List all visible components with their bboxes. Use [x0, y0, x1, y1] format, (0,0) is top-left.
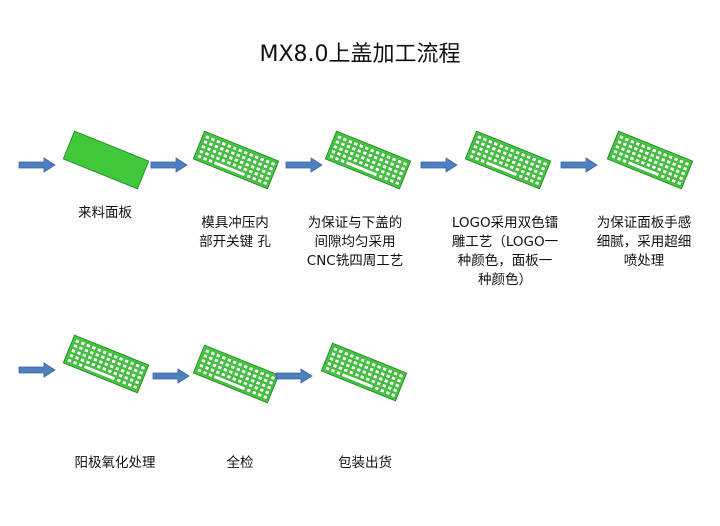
right-arrow-icon — [18, 362, 56, 378]
keyboard-plate-icon — [192, 344, 280, 404]
step-label: LOGO采用双色镭 雕工艺（LOGO一 种颜色，面板一 种颜色） — [451, 215, 559, 288]
step-label: 模具冲压内 部开关键 孔 — [199, 215, 271, 250]
keyboard-plate-icon — [320, 342, 408, 402]
right-arrow-icon — [152, 368, 190, 384]
step-label: 阳极氧化处理 — [74, 455, 156, 471]
keyboard-plate-icon — [606, 130, 694, 190]
right-arrow-icon — [420, 157, 458, 173]
keyboard-plate-icon — [62, 130, 150, 190]
step-label: 包装出货 — [338, 455, 392, 471]
keyboard-plate-icon — [324, 130, 412, 190]
step-label: 全检 — [226, 455, 254, 471]
right-arrow-icon — [150, 157, 188, 173]
right-arrow-icon — [285, 157, 323, 173]
page-title: MX8.0上盖加工流程 — [259, 42, 461, 67]
right-arrow-icon — [560, 157, 598, 173]
step-label: 为保证面板手感 细腻，采用超细 喷处理 — [596, 215, 692, 269]
step-label: 为保证与下盖的 间隙均匀采用 CNC铣四周工艺 — [306, 215, 404, 269]
step-label: 来料面板 — [78, 205, 132, 221]
keyboard-plate-icon — [62, 334, 150, 394]
right-arrow-icon — [18, 157, 56, 173]
keyboard-plate-icon — [192, 130, 280, 190]
keyboard-plate-icon — [464, 130, 552, 190]
right-arrow-icon — [275, 368, 313, 384]
